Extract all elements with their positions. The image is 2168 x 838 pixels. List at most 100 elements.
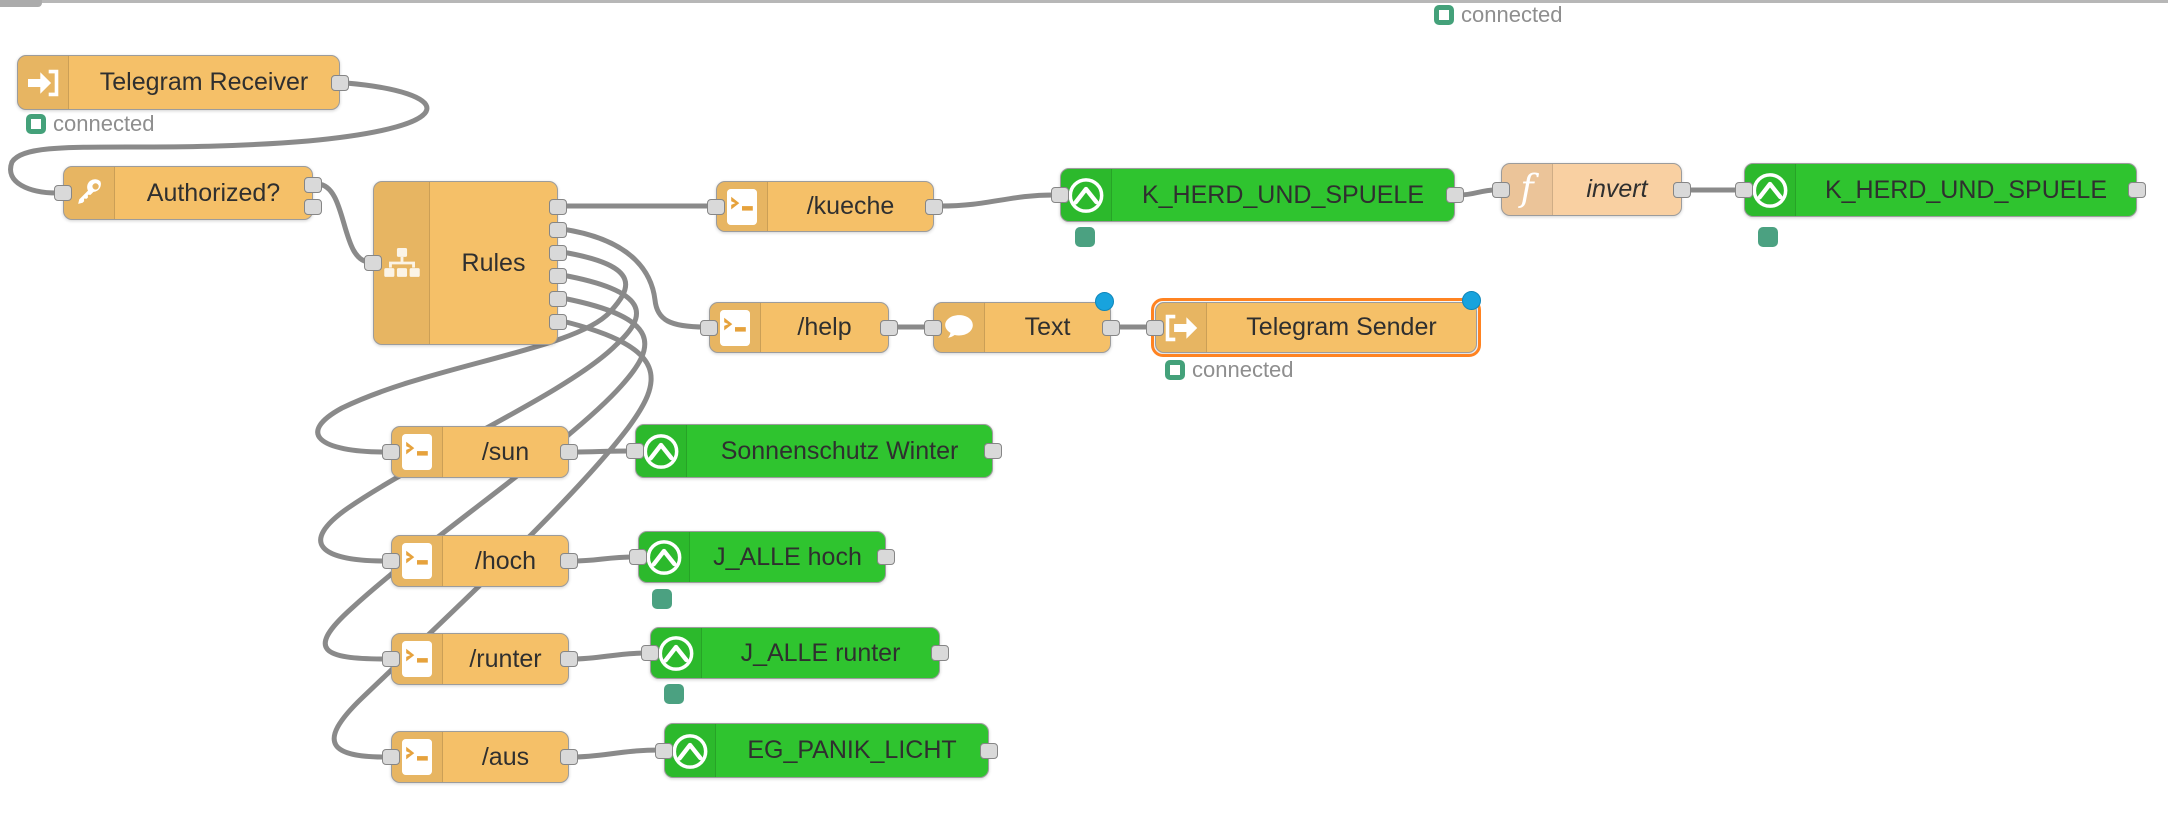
wire-receiver-to-authorized[interactable] bbox=[8, 80, 430, 196]
output-port[interactable] bbox=[560, 749, 578, 765]
output-port[interactable] bbox=[560, 553, 578, 569]
node-sonnenschutz-winter[interactable]: Sonnenschutz Winter bbox=[626, 424, 1002, 478]
node-invert[interactable]: f invert bbox=[1492, 163, 1691, 216]
node-k-herd-und-spuele-2[interactable]: K_HERD_UND_SPUELE bbox=[1735, 163, 2146, 217]
input-port[interactable] bbox=[655, 742, 673, 759]
terminal-icon bbox=[392, 427, 443, 477]
input-port[interactable] bbox=[382, 749, 400, 765]
node-label: Text bbox=[1024, 313, 1071, 341]
telegram-receive-icon bbox=[18, 56, 69, 109]
input-port[interactable] bbox=[382, 553, 400, 569]
input-port[interactable] bbox=[1492, 181, 1510, 198]
scrollbar-fragment[interactable] bbox=[0, 0, 42, 7]
workspace-status: connected bbox=[1434, 2, 1563, 28]
wire-runter-to-jallerunter[interactable] bbox=[572, 650, 648, 662]
node-label: /sun bbox=[481, 437, 530, 466]
node-telegram-receiver[interactable]: Telegram Receiver bbox=[17, 55, 349, 110]
node-label: Sonnenschutz Winter bbox=[720, 436, 959, 465]
output-port[interactable] bbox=[560, 651, 578, 667]
output-port[interactable] bbox=[2128, 182, 2146, 198]
node-telegram-sender[interactable]: Telegram Sender bbox=[1146, 298, 1481, 357]
input-port[interactable] bbox=[1146, 319, 1164, 336]
wire-aus-to-egpanik[interactable] bbox=[572, 747, 661, 760]
input-port[interactable] bbox=[707, 198, 725, 215]
output-port[interactable] bbox=[880, 319, 898, 336]
input-port[interactable] bbox=[626, 443, 644, 459]
node-text[interactable]: Text bbox=[924, 302, 1120, 353]
node-help[interactable]: /help bbox=[700, 302, 898, 353]
output-port-2[interactable] bbox=[549, 222, 567, 238]
terminal-icon bbox=[392, 732, 443, 782]
output-port[interactable] bbox=[980, 742, 998, 759]
svg-text:f: f bbox=[1517, 170, 1539, 210]
input-port[interactable] bbox=[629, 549, 647, 565]
output-port[interactable] bbox=[931, 645, 949, 661]
wire-rules-to-help[interactable] bbox=[561, 226, 706, 330]
output-port[interactable] bbox=[984, 443, 1002, 459]
telegram-send-icon bbox=[1156, 303, 1207, 352]
node-label: /hoch bbox=[474, 546, 537, 575]
openhab-icon bbox=[639, 532, 690, 582]
wire-sun-to-sonnenschutz[interactable] bbox=[572, 448, 633, 455]
wire-rules-to-runter[interactable] bbox=[322, 295, 648, 662]
wire-hoch-to-jallehoch[interactable] bbox=[572, 554, 636, 564]
input-port[interactable] bbox=[700, 319, 718, 336]
input-port[interactable] bbox=[382, 651, 400, 667]
node-label: K_HERD_UND_SPUELE bbox=[1141, 180, 1425, 209]
output-port[interactable] bbox=[560, 444, 578, 460]
openhab-icon bbox=[665, 724, 716, 777]
status-dot bbox=[652, 589, 672, 609]
output-port-2[interactable] bbox=[304, 199, 322, 215]
output-port[interactable] bbox=[1446, 187, 1464, 203]
input-port[interactable] bbox=[1051, 187, 1069, 203]
node-runter[interactable]: /runter bbox=[382, 633, 578, 685]
output-port-6[interactable] bbox=[549, 314, 567, 330]
input-port[interactable] bbox=[641, 645, 659, 661]
node-label: /help bbox=[797, 313, 852, 341]
output-port-1[interactable] bbox=[304, 177, 322, 193]
status-connected-icon bbox=[26, 114, 46, 134]
node-label: J_ALLE hoch bbox=[713, 542, 862, 571]
input-port[interactable] bbox=[364, 255, 382, 271]
node-hoch[interactable]: /hoch bbox=[382, 535, 578, 587]
wire-rules-to-sun[interactable] bbox=[315, 249, 629, 455]
output-port-4[interactable] bbox=[549, 268, 567, 284]
status-dot bbox=[1075, 227, 1095, 247]
workspace-top-border bbox=[0, 0, 2168, 3]
node-k-herd-und-spuele-1[interactable]: K_HERD_UND_SPUELE bbox=[1051, 168, 1464, 222]
input-port[interactable] bbox=[1735, 182, 1753, 198]
status-connected-icon bbox=[1165, 360, 1185, 380]
node-sun[interactable]: /sun bbox=[382, 426, 578, 478]
node-j-alle-hoch[interactable]: J_ALLE hoch bbox=[629, 531, 895, 583]
input-port[interactable] bbox=[54, 185, 72, 201]
node-authorized[interactable]: Authorized? bbox=[54, 166, 322, 220]
openhab-icon bbox=[1061, 169, 1112, 221]
wire-authorized-to-rules[interactable] bbox=[317, 181, 371, 265]
output-port-5[interactable] bbox=[549, 291, 567, 307]
node-kueche[interactable]: /kueche bbox=[707, 181, 943, 232]
node-eg-panik-licht[interactable]: EG_PANIK_LICHT bbox=[655, 723, 998, 778]
node-rules[interactable]: Rules bbox=[364, 181, 567, 345]
output-port-1[interactable] bbox=[549, 199, 567, 215]
node-aus[interactable]: /aus bbox=[382, 731, 578, 783]
wire-kherd1-to-invert[interactable] bbox=[1458, 187, 1497, 198]
output-port[interactable] bbox=[331, 74, 349, 91]
function-icon: f bbox=[1502, 164, 1553, 215]
input-port[interactable] bbox=[382, 444, 400, 460]
output-port[interactable] bbox=[925, 198, 943, 215]
node-j-alle-runter[interactable]: J_ALLE runter bbox=[641, 627, 949, 679]
wire-rules-to-hoch[interactable] bbox=[318, 272, 639, 564]
output-port[interactable] bbox=[877, 549, 895, 565]
node-label: K_HERD_UND_SPUELE bbox=[1824, 175, 2108, 204]
output-port[interactable] bbox=[1673, 181, 1691, 198]
input-port[interactable] bbox=[924, 319, 942, 336]
output-port[interactable] bbox=[1102, 319, 1120, 336]
terminal-icon bbox=[710, 303, 761, 352]
openhab-icon bbox=[636, 425, 687, 477]
output-port-3[interactable] bbox=[549, 245, 567, 261]
status-dot bbox=[1758, 227, 1778, 247]
wire-kueche-to-kherd1[interactable] bbox=[939, 192, 1055, 209]
comment-icon bbox=[934, 303, 985, 352]
